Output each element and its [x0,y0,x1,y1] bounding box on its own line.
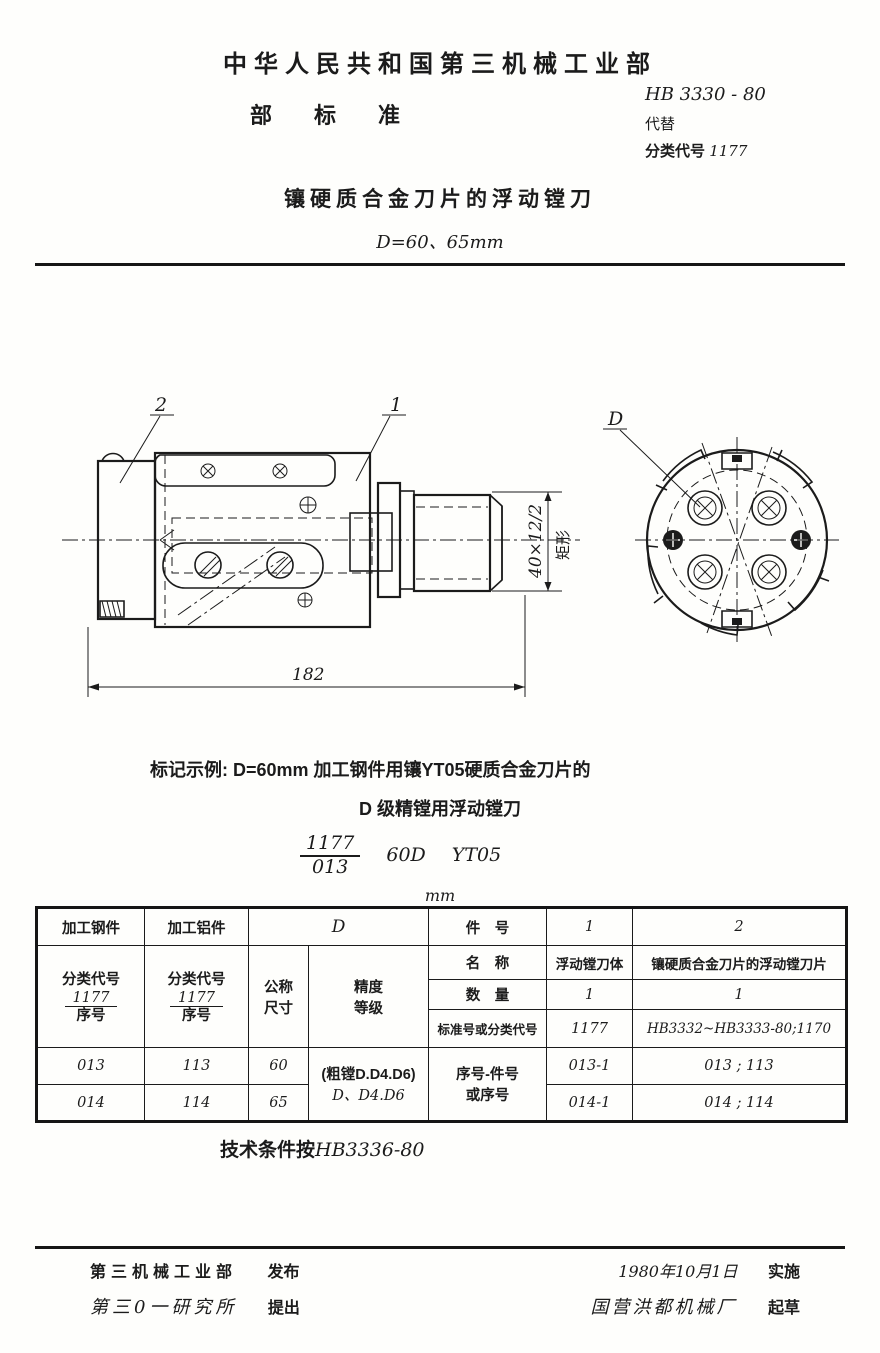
marking-code-grade: YT05 [451,844,502,867]
table-cell-std-1: 1177 [546,1009,634,1048]
spec-table: 加工钢件 加工铝件 D 件 号 1 2 分类代号 1177 序号 分类代号 11… [35,906,849,1123]
table-cell-row0-d: 60 [248,1047,309,1085]
table-cell-row1-alu: 114 [144,1084,249,1122]
marking-example-code: 1177 013 60D YT05 [300,833,501,878]
length-dim-text: 182 [292,665,324,685]
table-cell-steel-header: 加工钢件 [36,907,145,946]
class-code-line: 分类代号 1177 [645,142,865,160]
table-cell-row1-d: 65 [248,1084,309,1122]
footer-divider [35,1246,845,1249]
top-screw-1 [200,463,216,479]
side-view: 40×12/2 矩形 182 2 1 [62,395,580,697]
callout-2: 2 [119,395,174,484]
footer-effective: 1980年10月1日 实施 [618,1262,800,1281]
table-cell-precision-label: 精度等级 [307,945,430,1048]
table-cell-qty-label: 数 量 [428,979,548,1010]
table-cell-row0-serial-part: 013-1 [546,1047,634,1085]
standard-number-block: HB 3330 - 80 代替 分类代号 1177 [645,84,865,160]
table-cell-alu-code: 分类代号 1177 序号 [144,945,249,1048]
table-cell-steel-code: 分类代号 1177 序号 [36,945,145,1048]
section-shape-text: 矩形 [555,530,572,560]
marking-code-size: 60D [386,844,426,867]
standard-number: HB 3330 - 80 [645,84,766,105]
table-cell-row1-serial-part: 014-1 [546,1084,634,1122]
table-cell-nominal-label: 公称尺寸 [248,945,309,1048]
table-cell-row0-steel: 013 [36,1047,145,1085]
table-cell-name-label: 名 称 [428,945,548,980]
slot-screw-2 [266,551,294,579]
table-cell-row0-alu: 113 [144,1047,249,1085]
table-cell-name-1: 浮动镗刀体 [546,945,634,980]
table-cell-std-2: HB3332~HB3333-80;1170 [632,1009,848,1048]
table-unit-label: mm [424,886,456,905]
header-divider [35,263,845,266]
blade-screws [687,490,787,590]
svg-text:D: D [607,408,623,430]
table-cell-row0-parts: 013 ; 113 [632,1047,848,1085]
callout-1: 1 [355,395,406,482]
technical-drawing: 40×12/2 矩形 182 2 1 [62,395,839,697]
footer-issued: 第三机械工业部 发布 [90,1264,300,1281]
table-cell-part-no-label: 件 号 [428,907,548,946]
org-title: 中华人民共和国第三机械工业部 [223,51,657,78]
top-screw-2 [272,463,288,479]
table-cell-qty-1: 1 [546,979,634,1010]
section-dimension: 40×12/2 矩形 [492,491,572,592]
table-cell-alu-header: 加工铝件 [144,907,249,946]
section-dim-text: 40×12/2 [526,504,546,579]
table-cell-qty-2: 1 [632,979,848,1010]
supersedes-label: 代替 [645,116,676,133]
table-cell-part-1: 1 [546,907,634,946]
rim-tabs [647,448,830,636]
document-title: 镶硬质合金刀片的浮动镗刀 [284,188,596,211]
length-dimension: 182 [87,595,526,697]
marking-example-line2: D 级精镗用浮动镗刀 [359,799,521,819]
svg-text:2: 2 [154,395,167,416]
table-cell-name-2: 镶硬质合金刀片的浮动镗刀片 [632,945,848,980]
callout-d: D [603,408,701,508]
table-cell-part-2: 2 [632,907,848,946]
table-cell-std-label: 标准号或分类代号 [428,1009,548,1048]
footer-proposed: 第三0一研究所 提出 [90,1297,300,1318]
footer-drafted: 国营洪都机械厂 起草 [590,1297,800,1318]
class-code-label: 分类代号 [645,143,706,160]
marking-example-line1: 标记示例: D=60mm 加工钢件用镶YT05硬质合金刀片的 [150,760,591,780]
marking-code-numerator: 1177 [300,833,361,857]
slot-screw-1 [194,551,222,579]
table-cell-row1-steel: 014 [36,1084,145,1122]
marking-code-fraction: 1177 013 [300,833,361,878]
table-cell-d-header: D [247,907,430,946]
end-view: D [603,408,839,643]
doc-type-title: 部标准 [250,103,443,128]
class-code-value: 1177 [709,142,748,160]
footer-row-2: 第三0一研究所 提出 国营洪都机械厂 起草 [35,1293,845,1319]
table-cell-serial-part-label: 序号-件号或序号 [428,1047,548,1122]
svg-text:1: 1 [390,395,402,416]
footer-row-1: 第三机械工业部 发布 1980年10月1日 实施 [35,1258,845,1282]
table-cell-row1-parts: 014 ; 114 [632,1084,848,1122]
table-cell-precision-value: (粗镗D.D4.D6) D、D4.D6 [307,1047,430,1122]
document-subtitle: D=60、65mm [376,232,504,253]
tech-condition-note: 技术条件按HB3336-80 [220,1139,425,1161]
marking-code-denominator: 013 [312,855,349,878]
